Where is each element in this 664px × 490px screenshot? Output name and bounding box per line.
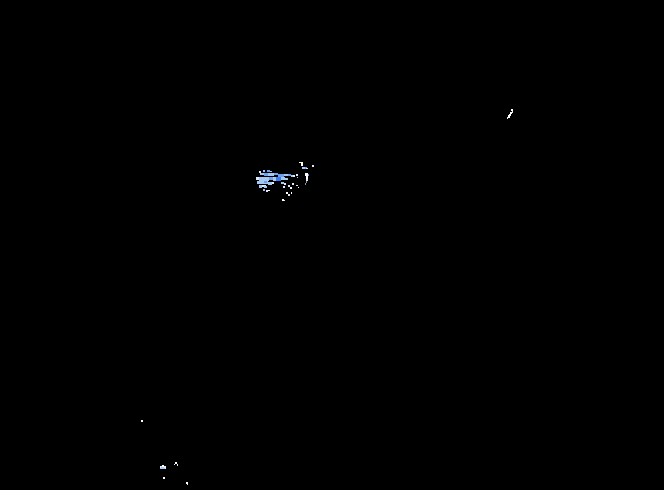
central-precipitation-cluster	[256, 162, 314, 201]
southwest-speck-group	[160, 462, 188, 485]
northeast-speck	[507, 109, 513, 119]
west-tiny-dot	[141, 420, 143, 422]
